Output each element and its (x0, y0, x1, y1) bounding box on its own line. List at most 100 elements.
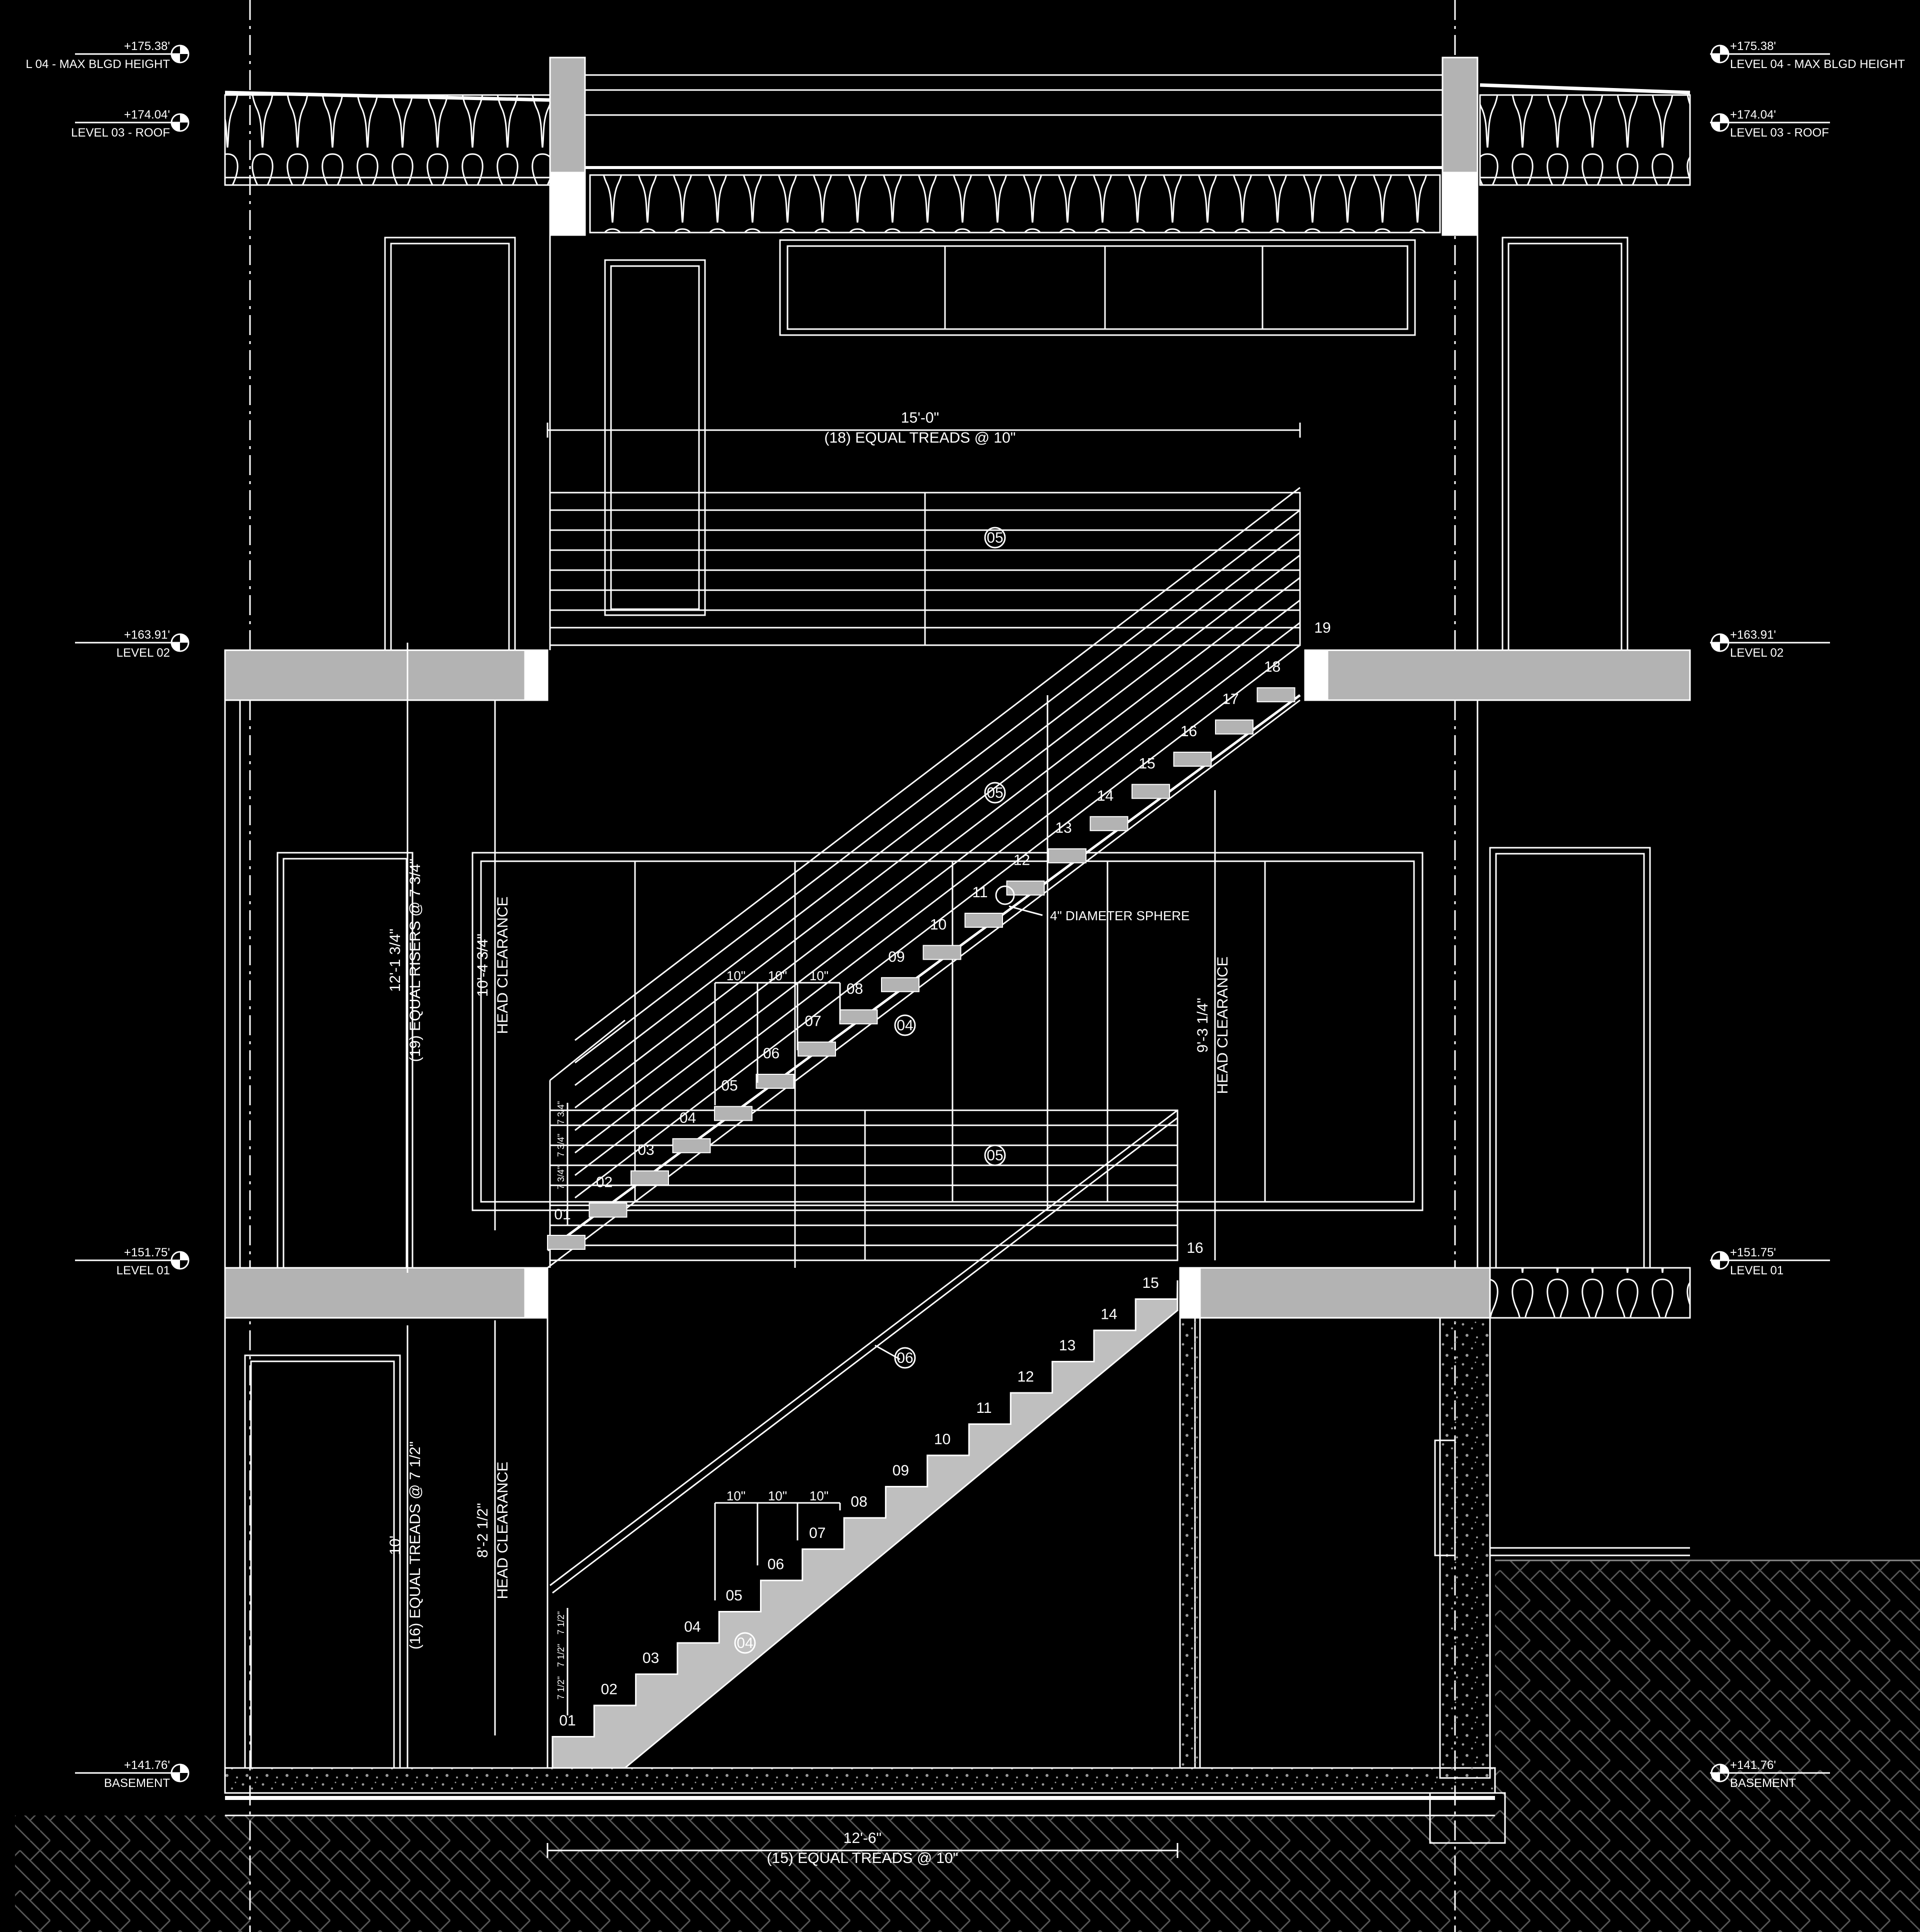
upper-step-label: 10 (930, 916, 946, 933)
level-datum-fill (1712, 1764, 1728, 1781)
upper-step-label: 18 (1264, 659, 1280, 675)
floor-slabs (224, 649, 1691, 1816)
lower-step-label: 04 (684, 1619, 700, 1635)
upper-tread (756, 1074, 794, 1089)
upper-step-label: 08 (846, 981, 863, 997)
level-markers: +175.38'L 04 - MAX BLGD HEIGHT+175.38'LE… (26, 40, 1905, 1790)
lower-step-label: 07 (809, 1525, 826, 1541)
upper-tread (1215, 719, 1254, 735)
level-datum-fill (1712, 114, 1728, 131)
lower-step-label: 09 (892, 1462, 909, 1479)
lower-tread-dim-2: 10" (768, 1488, 787, 1503)
lower-step-label: 05 (726, 1587, 742, 1604)
upper-tread (588, 1202, 628, 1218)
upper-run-treads: (18) EQUAL TREADS @ 10" (824, 430, 1016, 446)
railing-tag-circle (984, 1144, 1006, 1166)
upper-tread (1048, 848, 1086, 864)
upper-head-right-label: HEAD CLEARANCE (1214, 956, 1231, 1094)
railing-tag: 05 (986, 1147, 1003, 1164)
upper-tread (672, 1138, 711, 1153)
level-name-left: LEVEL 01 (116, 1264, 170, 1277)
level-datum-fill (1712, 634, 1728, 651)
railing-tag: 05 (986, 785, 1003, 801)
upper-step-label: 07 (804, 1013, 821, 1030)
upper-run-length: 15'-0" (901, 410, 939, 426)
upper-riser-dim-2: 7 3/4" (556, 1134, 566, 1157)
upper-tread (714, 1106, 752, 1121)
lower-stair (552, 1280, 1178, 1769)
lower-step-label: 11 (976, 1400, 992, 1416)
upper-tread (881, 977, 920, 992)
upper-step-label: 12 (1014, 852, 1030, 869)
stair-tag: 04 (736, 1635, 753, 1651)
lower-run-treads: (15) EQUAL TREADS @ 10" (767, 1850, 958, 1866)
upper-stair (546, 694, 1301, 1269)
lower-riser-dim-1: 7 1/2" (556, 1611, 566, 1634)
level-name-right: LEVEL 02 (1730, 646, 1784, 660)
upper-step-label: 01 (554, 1206, 570, 1223)
level-name-left: LEVEL 02 (116, 646, 170, 660)
lower-step-label: 14 (1100, 1306, 1117, 1323)
guardrails (549, 487, 1301, 1594)
level-elevation-left: +174.04' (124, 108, 170, 122)
upper-head-left-label: HEAD CLEARANCE (494, 896, 511, 1034)
upper-tread-dim-1: 10" (726, 968, 746, 983)
level-elevation-right: +151.75' (1730, 1246, 1776, 1259)
upper-rise-desc: (19) EQUAL RISERS @ 7 3/4" (407, 859, 424, 1062)
upper-tread-dim-3: 10" (810, 968, 828, 983)
level-elevation-left: +151.75' (124, 1246, 170, 1259)
stair-tag: 04 (896, 1017, 913, 1034)
dimension-lines (406, 423, 1301, 1858)
lower-step-label: 02 (601, 1681, 618, 1698)
lower-step-label: 16 (1186, 1240, 1203, 1256)
lower-step-label: 06 (768, 1556, 784, 1573)
lower-step-label: 01 (559, 1712, 576, 1729)
level-datum-fill (172, 1252, 188, 1269)
upper-step-label: 06 (763, 1045, 780, 1062)
upper-rise-length: 12'-1 3/4" (387, 929, 404, 992)
upper-step-label: 17 (1222, 691, 1238, 708)
railing-tag-circle (984, 527, 1006, 549)
level-elevation-left: +141.76' (124, 1758, 170, 1772)
upper-head-left-length: 10'-4 3/4" (474, 934, 491, 997)
upper-step-label: 04 (680, 1110, 696, 1126)
handrail-tag-circle (894, 1347, 916, 1369)
lower-riser-dim-2: 7 1/2" (556, 1644, 566, 1667)
upper-step-label: 16 (1180, 723, 1197, 740)
level-elevation-right: +163.91' (1730, 628, 1776, 642)
level-elevation-left: +175.38' (124, 40, 170, 53)
lower-step-label: 12 (1018, 1369, 1034, 1385)
upper-riser-dim-1: 7 3/4" (556, 1101, 566, 1124)
railing-tag-circle (984, 782, 1006, 804)
lower-step-label: 03 (642, 1650, 659, 1666)
upper-tread (798, 1041, 836, 1057)
level-datum-fill (172, 634, 188, 651)
upper-tread (964, 913, 1003, 928)
upper-tread (839, 1009, 878, 1025)
upper-tread (1006, 880, 1045, 896)
upper-step-label: 11 (972, 884, 988, 901)
level-datum-fill (1712, 1252, 1728, 1269)
walls (224, 235, 1690, 1844)
level-name-left: BASEMENT (104, 1776, 170, 1790)
lower-head-length: 8'-2 1/2" (474, 1503, 491, 1558)
level-datum-fill (172, 114, 188, 131)
lower-tread-dim-3: 10" (810, 1488, 828, 1503)
level-elevation-right: +175.38' (1730, 40, 1776, 53)
level-datum-fill (172, 46, 188, 63)
upper-tread (1132, 784, 1170, 799)
lower-step-label: 08 (850, 1494, 867, 1510)
upper-step-label: 05 (721, 1077, 738, 1094)
lower-run-length: 12'-6" (844, 1830, 882, 1846)
level-name-right: LEVEL 01 (1730, 1264, 1784, 1277)
upper-step-label: 15 (1138, 755, 1155, 772)
level-name-right: BASEMENT (1730, 1776, 1796, 1790)
level-datum-fill (1712, 46, 1728, 63)
upper-head-right-length: 9'-3 1/4" (1194, 998, 1211, 1053)
lower-riser-dim-3: 7 1/2" (556, 1676, 566, 1699)
upper-tread (1090, 816, 1128, 831)
step-number-labels: 0102030405060708091011121314151617181901… (554, 620, 1330, 1729)
upper-riser-dim-3: 7 3/4" (556, 1166, 566, 1189)
